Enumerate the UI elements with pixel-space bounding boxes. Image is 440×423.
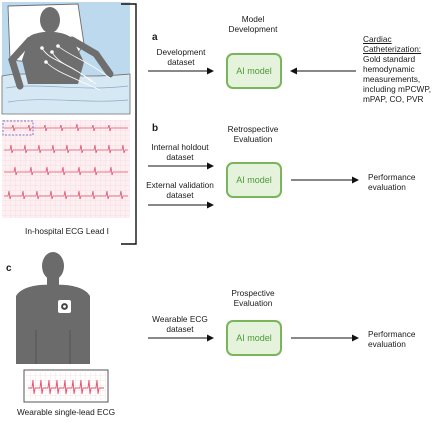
wearable-ecg-caption: Wearable single-lead ECG xyxy=(16,407,116,417)
wearable-person-illustration xyxy=(16,252,90,364)
prospective-performance-label: Performance evaluation xyxy=(368,329,416,349)
panel-label-a: a xyxy=(152,32,158,43)
retrospective-evaluation-title: Retrospective Evaluation xyxy=(227,124,279,144)
model-development-title: Model Development xyxy=(228,14,278,34)
ecg-trace-4 xyxy=(4,190,128,200)
patient-arms xyxy=(8,36,114,90)
panel-label-b: b xyxy=(152,123,159,134)
hospital-patient-illustration xyxy=(1,2,131,115)
ecg-leads xyxy=(41,45,111,91)
ai-model-box-prospective: AI model xyxy=(226,320,282,356)
person-head xyxy=(42,252,64,280)
retrospective-performance-label: Performance evaluation xyxy=(368,172,416,192)
grouping-bracket xyxy=(121,3,137,245)
lead-i-highlight xyxy=(2,120,34,136)
ai-model-box-development: AI model xyxy=(226,53,282,89)
wearable-ecg-strip xyxy=(23,369,109,403)
ecg-trace-1 xyxy=(4,123,128,132)
cardiac-catheterization-source: Cardiac Catheterization: Gold standard h… xyxy=(363,34,432,104)
wearable-ecg-trace xyxy=(28,379,104,395)
inhospital-ecg-strip xyxy=(2,120,130,218)
ecg-trace-3 xyxy=(4,166,128,176)
development-dataset-label: Development dataset xyxy=(156,47,206,67)
person-neck xyxy=(47,276,59,286)
prospective-evaluation-title: Prospective Evaluation xyxy=(231,288,275,308)
wearable-ecg-dataset-label: Wearable ECG dataset xyxy=(152,314,208,334)
inhospital-ecg-caption: In-hospital ECG Lead I xyxy=(25,226,109,236)
ai-model-box-retrospective: AI model xyxy=(226,162,282,198)
patient-head xyxy=(40,7,60,33)
panel-label-c: c xyxy=(6,263,12,274)
external-validation-label: External validation dataset xyxy=(146,180,214,200)
internal-holdout-label: Internal holdout dataset xyxy=(151,142,209,162)
ecg-trace-2 xyxy=(4,144,128,154)
person-torso xyxy=(16,284,90,364)
